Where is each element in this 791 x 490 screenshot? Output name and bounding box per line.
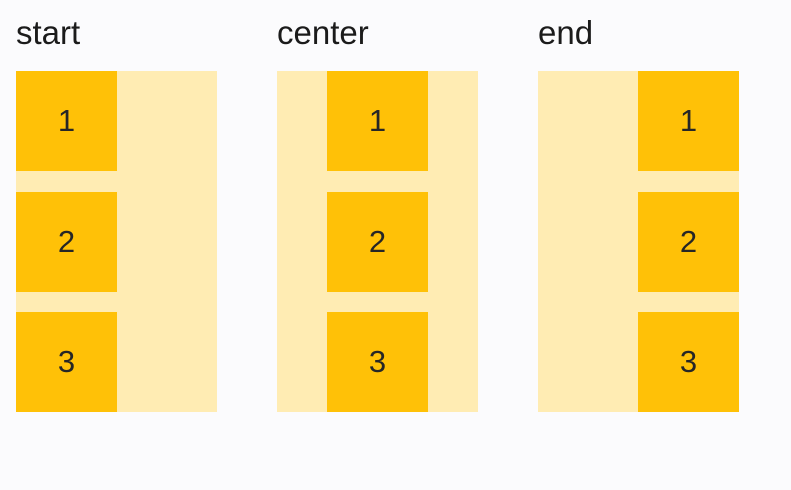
group-label-center: center xyxy=(277,14,369,51)
flex-item: 2 xyxy=(638,191,739,292)
flex-container-center: 1 2 3 xyxy=(277,71,478,412)
flex-item: 2 xyxy=(16,191,117,292)
flex-container-start: 1 2 3 xyxy=(16,71,217,412)
flex-item: 3 xyxy=(327,312,428,412)
flex-item: 1 xyxy=(638,71,739,171)
alignment-group-start: start 1 2 3 xyxy=(16,13,217,412)
flex-item: 2 xyxy=(327,191,428,292)
group-label-start: start xyxy=(16,14,81,51)
alignment-demo: start 1 2 3 center 1 2 3 end 1 2 3 xyxy=(16,13,739,412)
group-label-end: end xyxy=(538,14,594,51)
flex-item: 3 xyxy=(16,312,117,412)
flex-item: 3 xyxy=(638,312,739,412)
flex-item: 1 xyxy=(327,71,428,171)
alignment-group-end: end 1 2 3 xyxy=(538,13,739,412)
alignment-group-center: center 1 2 3 xyxy=(277,13,478,412)
flex-item: 1 xyxy=(16,71,117,171)
flex-container-end: 1 2 3 xyxy=(538,71,739,412)
